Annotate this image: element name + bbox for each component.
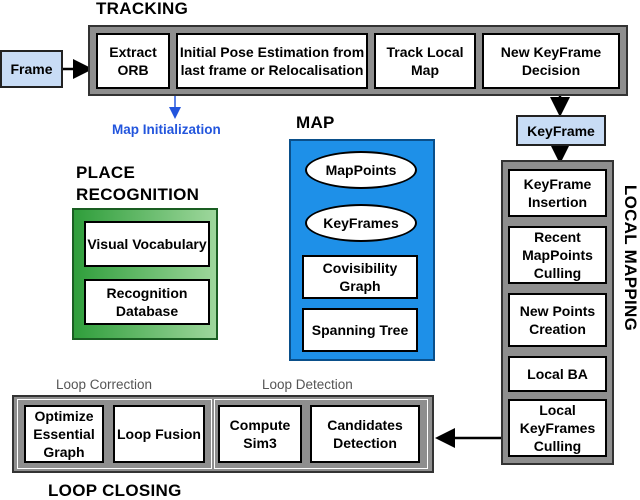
- loop-detection-label: Loop Detection: [262, 377, 353, 392]
- place-recognition-title-line1: PLACE: [76, 163, 136, 182]
- extract-orb-box: Extract ORB: [96, 33, 170, 89]
- compute-sim3-box: Compute Sim3: [218, 405, 302, 463]
- local-ba-box: Local BA: [508, 356, 607, 392]
- initial-pose-box: Initial Pose Estimation from last frame …: [176, 33, 368, 89]
- covisibility-graph-box: Covisibility Graph: [302, 255, 418, 299]
- spanning-tree-box: Spanning Tree: [302, 308, 418, 352]
- loop-correction-group: [17, 399, 212, 469]
- local-keyframes-culling-box: Local KeyFrames Culling: [508, 399, 607, 457]
- map-initialization-label: Map Initialization: [112, 122, 221, 137]
- optimize-essential-graph-box: Optimize Essential Graph: [24, 405, 104, 463]
- loop-detection-group: [214, 399, 428, 469]
- loop-correction-label: Loop Correction: [56, 377, 153, 392]
- local-mapping-title: LOCAL MAPPING: [621, 184, 640, 332]
- candidates-detection-box: Candidates Detection: [310, 405, 420, 463]
- recognition-database-box: Recognition Database: [84, 279, 210, 325]
- keyframes-ellipse: KeyFrames: [305, 204, 417, 242]
- recent-mappoints-culling-box: Recent MapPoints Culling: [508, 226, 607, 284]
- new-points-creation-box: New Points Creation: [508, 293, 607, 347]
- loop-closing-title: LOOP CLOSING: [48, 481, 182, 500]
- keyframe-box: KeyFrame: [516, 115, 606, 146]
- tracking-title: TRACKING: [96, 0, 189, 18]
- map-title: MAP: [296, 113, 335, 132]
- mappoints-ellipse: MapPoints: [305, 151, 417, 189]
- place-recognition-title-line2: RECOGNITION: [76, 185, 200, 204]
- visual-vocabulary-box: Visual Vocabulary: [84, 221, 210, 267]
- loop-fusion-box: Loop Fusion: [113, 405, 205, 463]
- new-keyframe-decision-box: New KeyFrame Decision: [482, 33, 620, 89]
- track-local-map-box: Track Local Map: [374, 33, 476, 89]
- frame-box: Frame: [0, 50, 63, 88]
- keyframe-insertion-box: KeyFrame Insertion: [508, 169, 607, 217]
